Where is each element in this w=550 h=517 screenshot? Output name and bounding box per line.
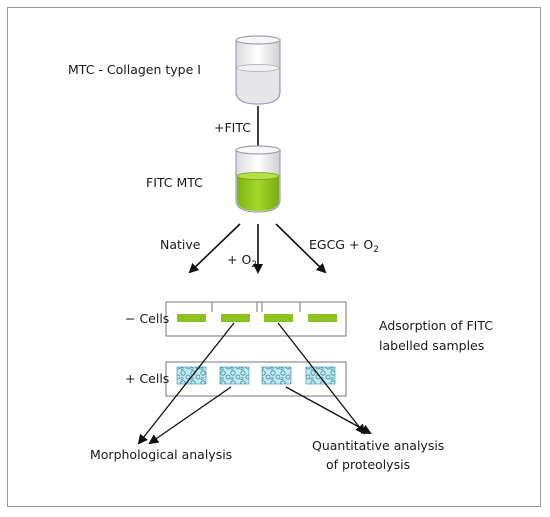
cell-sample-4 [305, 366, 336, 385]
tube1-label: MTC - Collagen type I [68, 62, 201, 77]
fitc-sample-1 [177, 314, 206, 322]
diagram-frame [7, 7, 541, 507]
tube-collagen-icon [235, 35, 281, 105]
fitc-sample-3 [264, 314, 293, 322]
adsorption-line1: Adsorption of FITC [379, 318, 493, 333]
fitc-sample-2 [221, 314, 250, 322]
native-label: Native [160, 237, 201, 252]
egcg-label: EGCG + O2 [309, 237, 379, 255]
plus-cells-label: + Cells [125, 371, 169, 386]
quant-analysis-line2: of proteolysis [326, 457, 410, 472]
cell-sample-3 [261, 366, 292, 385]
morph-analysis-label: Morphological analysis [90, 447, 232, 462]
plate-plus-cells [165, 361, 347, 397]
fitc-sample-4 [308, 314, 337, 322]
minus-cells-label: − Cells [125, 311, 169, 326]
cell-sample-1 [176, 366, 207, 385]
adsorption-line2: labelled samples [379, 338, 484, 353]
arrow-native [188, 223, 241, 274]
arrow-egcg [275, 223, 327, 274]
arrow-morph-2 [148, 386, 232, 445]
cell-sample-2 [219, 366, 250, 385]
arrow-quant-2 [285, 386, 372, 434]
plate-minus-cells [165, 301, 347, 337]
quant-analysis-line1: Quantitative analysis [312, 438, 444, 453]
arrow-morph-1 [137, 322, 235, 445]
o2-label: + O2 [227, 252, 257, 270]
fitc-step-label: +FITC [214, 120, 251, 135]
arrow-quant-1 [277, 322, 366, 435]
tube-fitc-icon [235, 145, 281, 213]
tube2-label: FITC MTC [146, 175, 203, 190]
